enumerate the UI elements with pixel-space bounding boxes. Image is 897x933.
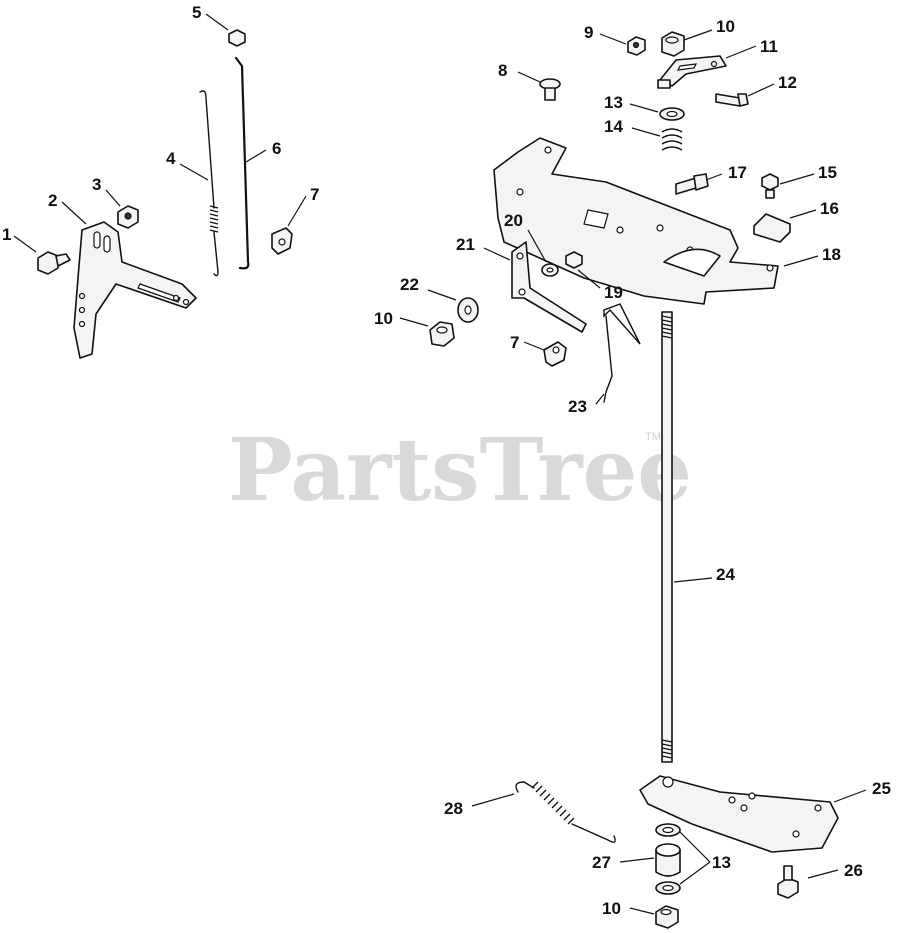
part-21-lever-arm[interactable] xyxy=(511,241,587,333)
callout-12: 12 xyxy=(778,73,797,92)
callout-1: 1 xyxy=(2,225,11,244)
callout-26: 26 xyxy=(844,861,863,880)
part-7-rod-clip[interactable] xyxy=(271,227,293,255)
callout-22: 22 xyxy=(400,275,419,294)
callout-28: 28 xyxy=(444,799,463,818)
part-11-bracket[interactable] xyxy=(657,55,727,89)
callout-10b: 10 xyxy=(374,309,393,328)
part-24-control-shaft[interactable] xyxy=(661,311,673,763)
part-10-lock-nut-mid[interactable] xyxy=(429,321,455,347)
callout-18: 18 xyxy=(822,245,841,264)
part-17-bolt[interactable] xyxy=(675,173,709,195)
part-13-washer-bottom-a[interactable] xyxy=(655,823,681,837)
callout-6: 6 xyxy=(272,139,281,158)
callout-15: 15 xyxy=(818,163,837,182)
part-15-bolt[interactable] xyxy=(761,173,779,199)
part-9-hex-nut[interactable] xyxy=(627,36,646,56)
callout-5: 5 xyxy=(192,3,201,22)
callout-19: 19 xyxy=(604,283,623,302)
part-14-spring[interactable] xyxy=(661,128,683,151)
part-7-rod-clip-mid[interactable] xyxy=(543,341,567,367)
part-27-bushing[interactable] xyxy=(655,843,681,877)
part-1-shoulder-bolt[interactable] xyxy=(37,251,71,275)
part-2-control-bracket[interactable] xyxy=(73,221,197,359)
callout-23: 23 xyxy=(568,397,587,416)
callout-16: 16 xyxy=(820,199,839,218)
callout-24: 24 xyxy=(716,565,735,584)
part-19-clip[interactable] xyxy=(565,251,583,269)
part-12-bolt[interactable] xyxy=(715,93,749,107)
callout-3: 3 xyxy=(92,175,101,194)
part-5-clip[interactable] xyxy=(228,29,246,47)
callout-13a: 13 xyxy=(604,93,623,112)
callout-10c: 10 xyxy=(602,899,621,918)
callout-7a: 7 xyxy=(310,185,319,204)
part-18-control-panel-bracket[interactable] xyxy=(493,137,779,305)
callout-27: 27 xyxy=(592,853,611,872)
part-28-extension-spring[interactable] xyxy=(515,781,616,843)
callout-14: 14 xyxy=(604,117,623,136)
watermark-tm: TM xyxy=(645,431,661,443)
watermark-text: PartsTree xyxy=(228,420,692,521)
part-10-lock-nut-top[interactable] xyxy=(661,31,685,57)
part-10-lock-nut-bottom[interactable] xyxy=(655,905,679,929)
callout-10a: 10 xyxy=(716,17,735,36)
part-13-washer-top[interactable] xyxy=(659,107,685,121)
callout-11: 11 xyxy=(760,37,778,56)
callout-13b: 13 xyxy=(712,853,731,872)
part-22-washer[interactable] xyxy=(457,297,479,323)
callout-21: 21 xyxy=(456,235,475,254)
part-13-washer-bottom-b[interactable] xyxy=(655,881,681,895)
callout-7b: 7 xyxy=(510,333,519,352)
part-20-washer[interactable] xyxy=(541,263,559,277)
callout-2: 2 xyxy=(48,191,57,210)
part-26-bolt[interactable] xyxy=(777,865,799,899)
part-8-screw[interactable] xyxy=(539,78,561,101)
part-23-link-rod[interactable] xyxy=(603,303,641,403)
part-6-throttle-rod[interactable] xyxy=(234,56,250,270)
part-16-clip[interactable] xyxy=(753,213,791,243)
part-3-hex-nut[interactable] xyxy=(117,205,139,229)
callout-9: 9 xyxy=(584,23,593,42)
callout-17: 17 xyxy=(728,163,747,182)
part-4-spring-link[interactable] xyxy=(199,90,219,277)
part-25-shift-plate[interactable] xyxy=(639,775,839,853)
callout-8: 8 xyxy=(498,61,507,80)
callout-25: 25 xyxy=(872,779,891,798)
callout-20: 20 xyxy=(504,211,523,230)
callout-4: 4 xyxy=(166,149,176,168)
